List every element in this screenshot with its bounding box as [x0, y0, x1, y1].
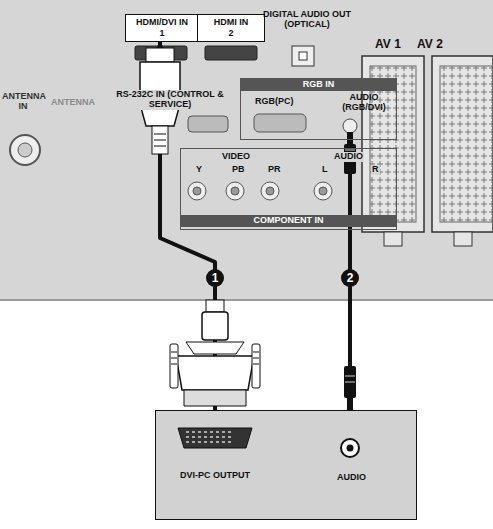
port-label: AUDIO	[333, 152, 364, 162]
port-label: COMPONENT IN	[181, 215, 396, 227]
component-jacks	[188, 182, 382, 200]
pc-box: DVI-PC OUTPUT AUDIO	[155, 410, 417, 520]
port-label: L	[321, 165, 329, 175]
port-label: 2	[198, 29, 264, 39]
rgb-in-band: RGB IN RGB(PC) AUDIO (RGB/DVI)	[240, 78, 397, 140]
panel-label: ANTENNA	[48, 98, 98, 108]
port-label: HDMI/DVI IN	[126, 18, 198, 28]
hdmi-port-box: HDMI IN2	[197, 14, 265, 42]
port-label: AUDIO	[337, 473, 366, 483]
rs232-port	[188, 116, 228, 132]
panel-label: RS-232C IN (CONTROL & SERVICE)	[104, 90, 236, 110]
panel-label: AV 2	[414, 38, 446, 51]
panel-label: AV 1	[372, 38, 404, 51]
vga-port	[254, 114, 306, 132]
callout-number: 1	[206, 269, 224, 287]
port-label: AUDIO (RGB/DVI)	[335, 93, 393, 113]
port-label: DVI-PC OUTPUT	[180, 471, 250, 481]
optical-port	[292, 46, 314, 66]
panel	[0, 0, 493, 300]
audio-jack	[343, 119, 357, 133]
pc-box-ground	[155, 410, 417, 520]
component-in-band: VIDEO Y PB PR AUDIO L R COMPONENT IN	[180, 148, 397, 230]
port-label: PB	[231, 165, 246, 175]
panel-label: DIGITAL AUDIO OUT (OPTICAL)	[262, 10, 352, 30]
port-label: Y	[195, 165, 203, 175]
port-label: R	[371, 165, 380, 175]
hdmi-dvi-port-box: HDMI/DVI IN1	[125, 14, 199, 42]
port-label: HDMI IN	[198, 18, 264, 28]
dvi-adapter	[170, 300, 260, 406]
port-label: RGB(PC)	[255, 97, 294, 107]
port-label: 1	[126, 29, 198, 39]
antenna-jack	[10, 135, 40, 165]
port-label: VIDEO	[221, 152, 251, 162]
pc-audio-jack	[341, 439, 359, 457]
hdmi-port	[205, 46, 257, 60]
port-label: RGB IN	[241, 79, 396, 91]
dvi-port	[178, 428, 252, 448]
panel-label: ANTENNA IN	[2, 92, 44, 112]
port-label: PR	[267, 165, 282, 175]
callout-number: 2	[341, 269, 359, 287]
